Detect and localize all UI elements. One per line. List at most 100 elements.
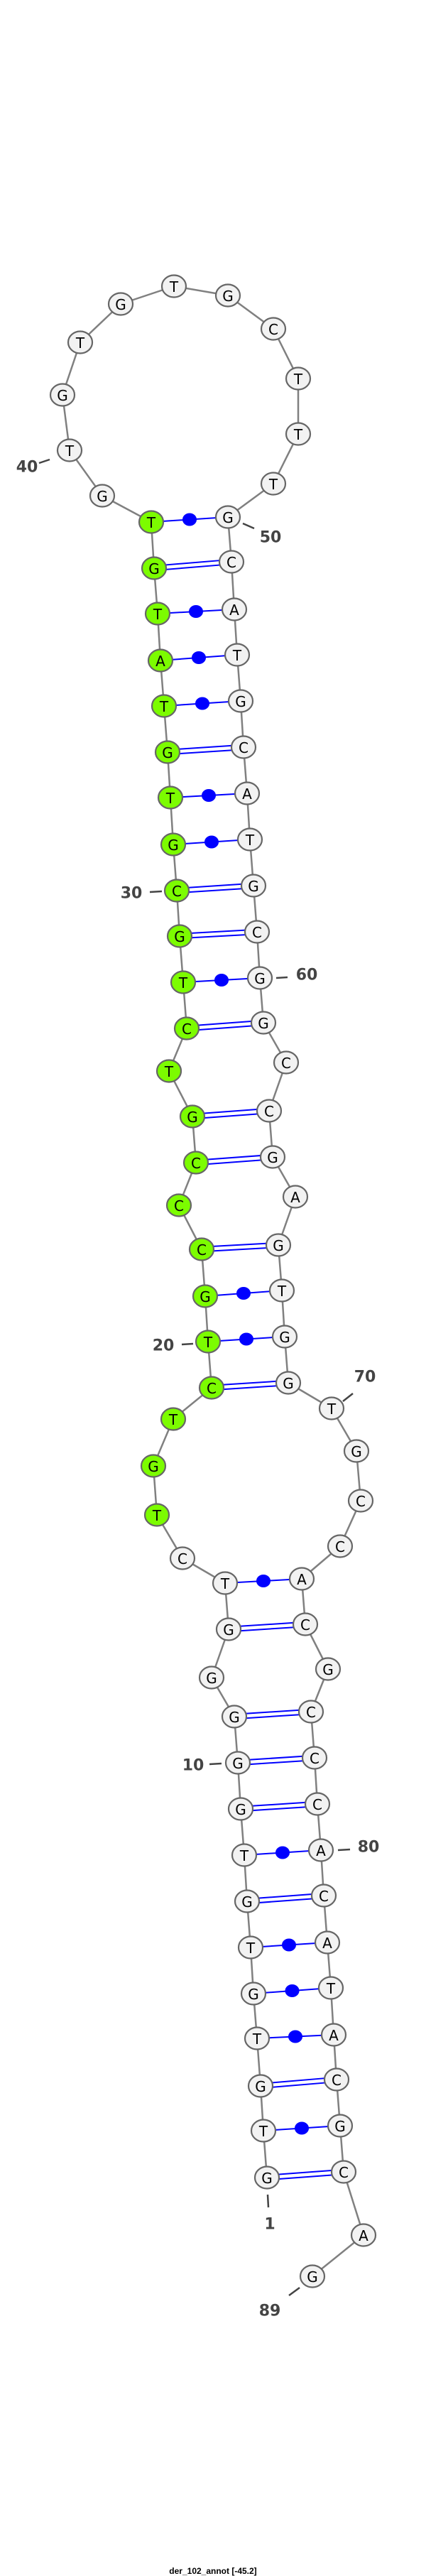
nucleotide-letter: C xyxy=(356,1493,366,1510)
nucleotide-66: G xyxy=(265,1233,292,1257)
base-pair-7-81 xyxy=(246,1892,324,1905)
nucleotide-18: T xyxy=(160,1407,187,1431)
pair-bond-line xyxy=(240,1800,317,1808)
nucleotide-circle xyxy=(218,550,245,574)
nucleotide-77: C xyxy=(297,1700,324,1724)
nucleotide-48: T xyxy=(285,422,312,446)
nucleotide-letter: G xyxy=(248,1986,259,2003)
base-pair-19-69 xyxy=(211,1379,289,1391)
nucleotide-letter: T xyxy=(252,2031,262,2048)
pair-bond-line xyxy=(196,1158,273,1166)
nucleotide-circle xyxy=(212,1571,239,1595)
nucleotide-circle xyxy=(259,1145,286,1169)
nucleotide-letter: G xyxy=(334,2118,346,2135)
nucleotide-letter: T xyxy=(165,790,175,807)
nucleotide-30: C xyxy=(163,879,190,903)
wobble-pair-dot xyxy=(202,789,216,802)
base-pair-10-78 xyxy=(237,1754,315,1766)
nucleotide-circle xyxy=(141,556,168,580)
pair-bond-line xyxy=(238,1759,315,1766)
nucleotide-letter: G xyxy=(351,1443,362,1460)
nucleotide-circle xyxy=(260,317,287,341)
nucleotide-circle xyxy=(182,1151,209,1175)
nucleotide-circle xyxy=(160,1407,187,1431)
base-pair-37-51 xyxy=(153,558,232,572)
nucleotide-circle xyxy=(234,1889,261,1913)
nucleotide-24: C xyxy=(182,1151,209,1175)
nucleotide-78: C xyxy=(301,1746,328,1770)
nucleotide-39: G xyxy=(89,484,116,508)
nucleotide-letter: G xyxy=(273,1237,284,1254)
wobble-pair-dot xyxy=(275,1846,290,1859)
diagram-title: der_102_annot [-45.2] xyxy=(169,2566,257,2576)
nucleotide-circle xyxy=(350,2223,377,2247)
nucleotide-40: T xyxy=(56,438,83,462)
nucleotide-26: T xyxy=(155,1059,182,1083)
nucleotide-13: G xyxy=(215,1617,242,1641)
pair-bond-line xyxy=(153,558,231,567)
nucleotide-circle xyxy=(285,422,312,446)
nucleotide-circle xyxy=(292,1612,319,1636)
nucleotide-letter: A xyxy=(242,786,252,803)
nucleotide-46: C xyxy=(260,317,287,341)
pair-bond-line xyxy=(246,1892,324,1900)
wobble-pair-dot xyxy=(295,2121,309,2135)
wobble-pair-dot xyxy=(236,1287,251,1300)
nucleotide-72: C xyxy=(347,1489,374,1513)
nucleotide-circle xyxy=(231,1843,258,1867)
nucleotide-3: G xyxy=(247,2074,274,2098)
nucleotide-letter: T xyxy=(258,2123,268,2140)
nucleotide-letter: T xyxy=(239,1847,249,1864)
nucleotide-19: C xyxy=(198,1376,225,1400)
base-pair-29-59 xyxy=(179,928,258,940)
nucleotide-circle xyxy=(271,1325,298,1349)
nucleotide-42: T xyxy=(67,330,94,354)
nucleotide-letter: C xyxy=(239,739,248,756)
position-label-80: 80 xyxy=(358,1839,380,1857)
nucleotide-12: G xyxy=(198,1665,225,1690)
nucleotide-letter: T xyxy=(164,1063,174,1080)
position-label-40: 40 xyxy=(16,459,38,477)
nucleotide-letter: C xyxy=(197,1241,207,1259)
base-pair-1-87 xyxy=(266,2168,344,2181)
position-label-60: 60 xyxy=(296,967,318,984)
nucleotide-letter: C xyxy=(281,1055,291,1072)
nucleotide-circle xyxy=(265,1233,292,1257)
nucleotide-88: A xyxy=(350,2223,377,2247)
wobble-pair-dot xyxy=(182,513,197,526)
nucleotide-letter: G xyxy=(200,1288,211,1305)
nucleotide-circle xyxy=(160,274,187,298)
nucleotide-37: G xyxy=(141,556,168,580)
nucleotide-circle xyxy=(151,694,178,718)
nucleotide-82: A xyxy=(314,1930,341,1955)
nucleotide-letter: T xyxy=(203,1334,213,1351)
nucleotide-letter: C xyxy=(174,1197,184,1214)
nucleotide-circle xyxy=(188,1237,215,1261)
position-tick xyxy=(38,458,50,464)
nucleotide-4: T xyxy=(244,2026,271,2050)
nucleotide-circle xyxy=(160,832,187,857)
nucleotide-circle xyxy=(301,1746,328,1770)
nucleotide-17: G xyxy=(140,1454,167,1478)
nucleotide-letter: G xyxy=(255,2078,266,2095)
nucleotide-52: A xyxy=(221,597,248,621)
nucleotide-letter: C xyxy=(319,1888,329,1905)
wobble-pair-dot xyxy=(192,651,206,664)
nucleotide-circle xyxy=(247,2074,274,2098)
nucleotide-circle xyxy=(244,2026,271,2050)
nucleotide-letter: G xyxy=(254,970,266,987)
pair-bond-line xyxy=(192,1112,270,1120)
nucleotide-letter: C xyxy=(335,1538,345,1555)
pair-bond-line xyxy=(192,1107,269,1115)
nucleotide-81: C xyxy=(310,1884,337,1908)
pair-bond-line xyxy=(247,1897,324,1905)
nucleotide-letter: G xyxy=(148,1458,159,1475)
nucleotide-letter: T xyxy=(168,1411,178,1428)
nucleotide-letter: A xyxy=(290,1189,300,1206)
wobble-pair-dot xyxy=(288,2030,302,2043)
wobble-pair-dot xyxy=(285,1984,300,1997)
nucleotide-circle xyxy=(215,1617,242,1641)
nucleotide-letter: G xyxy=(229,1709,240,1726)
nucleotide-69: G xyxy=(275,1371,302,1395)
